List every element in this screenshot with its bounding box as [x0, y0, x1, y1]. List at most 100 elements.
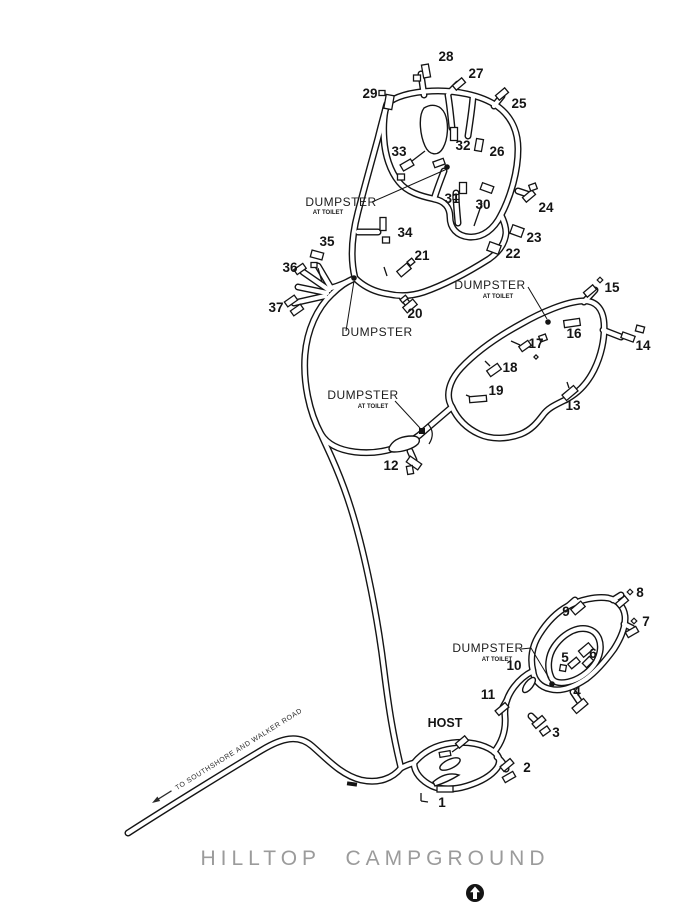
dumpster-label-3: DUMPSTER	[454, 278, 525, 292]
site-marker	[630, 617, 638, 625]
site-24-label: 24	[538, 200, 554, 215]
site-18-marker	[485, 362, 503, 378]
site-spur	[510, 340, 521, 346]
road-surface	[431, 168, 447, 202]
site-20-marker	[399, 294, 409, 304]
road-surface	[446, 298, 607, 441]
dumpster-marker	[545, 319, 551, 325]
road-surface	[546, 626, 603, 685]
site-9-marker	[569, 600, 587, 616]
dumpster-leader	[394, 400, 421, 429]
dumpster-marker	[419, 428, 425, 434]
dumpster-label-4: DUMPSTER	[327, 388, 398, 402]
site-spur	[411, 150, 426, 162]
site-23-marker	[508, 223, 526, 239]
site-29-marker	[383, 93, 395, 111]
dumpster-leader	[345, 280, 355, 332]
site-13-marker	[561, 384, 579, 402]
site-spur	[566, 381, 570, 389]
dumpster-marker	[549, 681, 555, 687]
entrance-arrow-icon	[152, 796, 161, 803]
site-5-marker	[558, 663, 568, 673]
site-13-label: 13	[565, 398, 581, 413]
at-toilet-label-5: AT TOILET	[482, 657, 513, 663]
site-6-marker	[581, 655, 595, 669]
site-30-marker	[479, 181, 495, 195]
site-spur	[420, 800, 429, 803]
dumpster-label-1: DUMPSTER	[305, 195, 376, 209]
site-33-marker	[396, 173, 406, 181]
site-35-marker	[309, 249, 325, 261]
site-25-marker	[494, 86, 510, 102]
site-spur	[317, 267, 323, 283]
site-marker	[626, 588, 634, 596]
curb-arc	[427, 423, 433, 445]
road-surface	[125, 736, 417, 836]
host-site-marker	[438, 749, 452, 759]
site-27-marker	[451, 76, 467, 92]
dumpster-label-5: DUMPSTER	[452, 641, 523, 655]
site-8-marker	[614, 594, 630, 610]
north-arrow-icon	[466, 884, 484, 902]
site-34-label: 34	[397, 225, 413, 240]
site-21-label: 21	[414, 248, 430, 263]
site-2-marker	[499, 757, 515, 773]
entrance-arrow-shaft	[156, 790, 172, 801]
site-9-label: 9	[562, 604, 570, 619]
site-16-marker	[562, 317, 582, 329]
site-15-marker	[582, 283, 598, 299]
site-32-marker	[449, 126, 459, 142]
dumpster-leaders-layer	[345, 164, 555, 687]
site-28-marker	[412, 74, 422, 82]
site-8-label: 8	[636, 585, 644, 600]
site-19-marker	[468, 394, 488, 404]
site-19-label: 19	[488, 383, 503, 398]
site-7-marker	[624, 625, 640, 639]
site-26-label: 26	[489, 144, 505, 159]
site-3-marker	[531, 714, 547, 730]
site-14-label: 14	[635, 338, 651, 353]
site-11-label: 11	[481, 687, 496, 702]
dumpster-leader	[527, 286, 548, 320]
site-29-marker	[378, 89, 386, 97]
site-17-label: 17	[528, 336, 543, 351]
site-1-marker	[436, 785, 454, 793]
road-island	[521, 676, 537, 694]
site-35-marker	[310, 261, 318, 269]
site-25-label: 25	[511, 96, 527, 111]
road-surface	[529, 595, 628, 692]
site-22-label: 22	[505, 246, 520, 261]
site-18-label: 18	[502, 360, 518, 375]
site-31-marker	[452, 193, 460, 201]
road-surface	[418, 71, 427, 98]
site-1-label: 1	[438, 795, 446, 810]
site-spur	[383, 266, 388, 277]
site-14-marker	[634, 324, 646, 334]
site-34-marker	[381, 236, 391, 244]
site-24-marker	[521, 188, 537, 204]
site-37-marker	[289, 303, 305, 317]
dumpster-leader	[520, 647, 550, 679]
site-33-label: 33	[391, 144, 407, 159]
road	[124, 735, 418, 837]
at-toilet-label-3: AT TOILET	[483, 294, 514, 300]
site-21-marker	[395, 262, 413, 278]
site-21-marker	[406, 257, 416, 267]
road-surface	[421, 404, 455, 434]
site-26-marker	[473, 137, 485, 153]
site-22-marker	[485, 240, 503, 256]
site-marker	[596, 276, 604, 284]
site-markers-layer	[283, 63, 646, 803]
road-surface	[621, 621, 635, 631]
road-island	[388, 435, 421, 453]
at-toilet-label-4: AT TOILET	[358, 404, 389, 410]
site-2-label: 2	[523, 760, 531, 775]
road-surface	[300, 269, 332, 293]
site-10-label: 10	[506, 658, 521, 673]
site-24-marker	[527, 182, 539, 192]
site-6-label: 6	[589, 646, 597, 661]
at-toilet-label-1: AT TOILET	[313, 210, 344, 216]
